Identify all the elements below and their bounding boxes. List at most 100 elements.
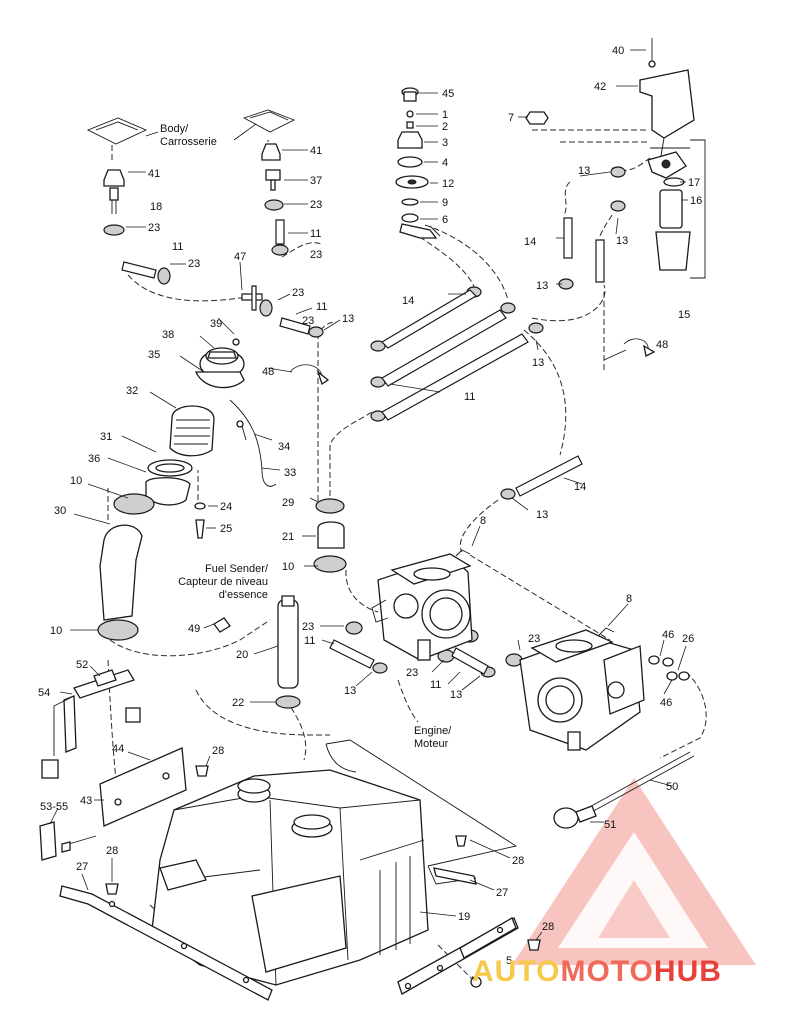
callout: 21 [282,531,294,543]
callout: 37 [310,175,322,187]
callout: 10 [282,561,294,573]
callout: 11 [316,301,327,313]
watermark-triangle-core [598,880,670,938]
small-fittings [289,338,656,386]
callout: 23 [302,315,314,327]
engine-caption-line1: Engine/ [414,725,452,737]
callout: 23 [302,621,314,633]
plates-53-55 [39,821,97,861]
callout: 13 [450,689,462,701]
watermark-moto: MOTO [560,955,653,988]
bracket-42 [639,69,695,139]
callout: 23 [292,287,304,299]
fuel-sender-caption-line2: Capteur de niveau [178,576,268,588]
captions: Body/ Carrosserie Fuel Sender/ Capteur d… [145,123,452,750]
callout: 11 [464,391,475,403]
callout: 13 [344,685,356,697]
callout: 46 [662,629,674,641]
callout: 52 [76,659,88,671]
callout: 47 [234,251,246,263]
strip-27-left [59,885,273,1001]
bracket-assembly [639,38,706,279]
callout: 10 [50,625,62,637]
callout: 14 [524,236,536,248]
svg-text:AUTOMOTOHUB: AUTOMOTOHUB [472,955,722,988]
callout: 46 [660,697,672,709]
carburetor-rear [519,627,645,751]
callout: 32 [126,385,138,397]
callout: 30 [54,505,66,517]
sender-tube-20 [277,599,299,689]
callout: 38 [162,329,174,341]
callout: 53-55 [40,801,68,813]
callout: 40 [612,45,624,57]
callout: 51 [604,819,616,831]
callout: 23 [148,222,160,234]
callout: 22 [232,697,244,709]
callout: 11 [172,241,183,253]
callout: 11 [304,635,315,647]
callout: 50 [666,781,678,793]
callout: 13 [532,357,544,369]
callout: 13 [536,509,548,521]
fuel-tank [151,769,429,986]
callout: 6 [442,214,448,226]
callout: 28 [542,921,554,933]
fuel-sender-caption-line3: d'essence [219,589,268,601]
callout: 14 [574,481,586,493]
callout: 33 [284,467,296,479]
engine-caption-line2: Moteur [414,738,449,750]
callout: 23 [310,199,322,211]
callout: 49 [188,623,200,635]
fuel-sender-caption-line1: Fuel Sender/ [205,563,269,575]
callout: 54 [38,687,50,699]
washers-46-26 [648,655,690,681]
watermark-auto: AUTO [472,955,560,988]
callout: 20 [236,649,248,661]
callout: 16 [690,195,702,207]
filter-16 [659,189,683,229]
callout: 28 [212,745,224,757]
callout: 35 [148,349,160,361]
strip-19 [397,917,519,995]
choke-cable [553,751,695,829]
callout: 14 [402,295,414,307]
callout: 17 [688,177,700,189]
callout: 34 [278,441,290,453]
carburetor-front [371,549,473,661]
hoses [121,217,605,675]
fuel-sender-assembly [213,498,347,709]
callout: 28 [512,855,524,867]
callout: 1 [442,109,448,121]
callout: 8 [480,515,486,527]
callout: 28 [106,845,118,857]
callout: 23 [528,633,540,645]
bracket-44 [99,747,187,827]
body-caption-line2: Carrosserie [160,136,217,148]
tank-strap [41,669,141,779]
leader-lines [49,49,688,981]
watermark-logo [512,778,756,965]
watermark-triangle-inner [558,832,708,948]
callout: 43 [80,795,92,807]
callout: 12 [442,178,454,190]
callout: 48 [656,339,668,351]
callout: 23 [406,667,418,679]
callout: 23 [310,249,322,261]
callout: 7 [508,112,514,124]
callout: 42 [594,81,606,93]
callout: 39 [210,318,222,330]
callout: 31 [100,431,112,443]
nut-7 [525,111,549,125]
filler-hose-30 [99,524,143,621]
body-mounts [86,109,296,214]
callout: 11 [310,228,321,240]
callout: 27 [76,861,88,873]
callout: 48 [262,366,274,378]
callout: 29 [282,497,294,509]
valve-stack [395,87,441,239]
callout: 9 [442,197,448,209]
filler-neck-32 [169,405,215,457]
callout: 5 [506,955,512,967]
